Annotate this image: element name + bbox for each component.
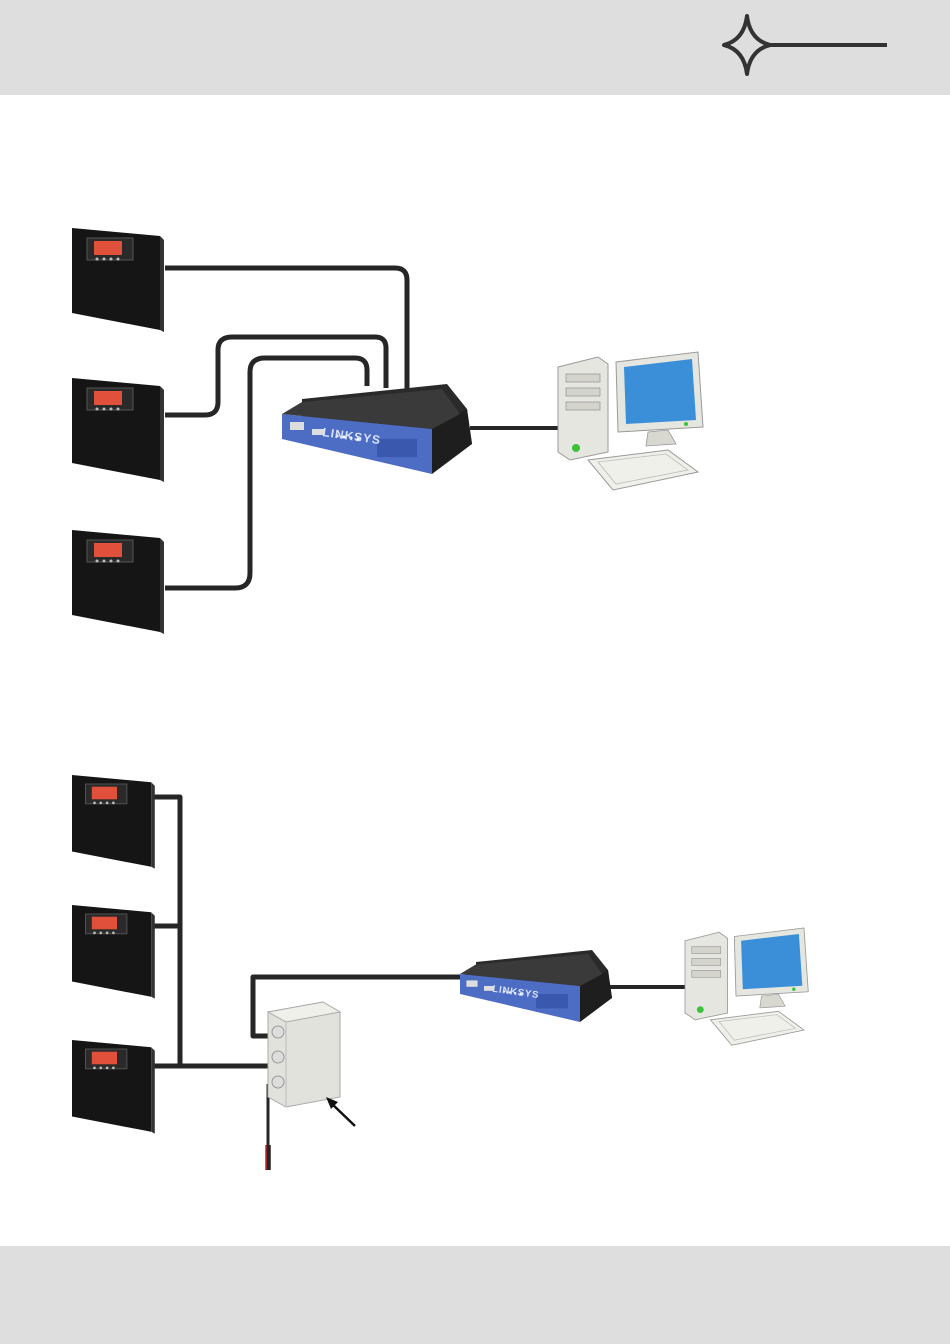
controller-5	[72, 905, 155, 999]
controller-1	[72, 228, 164, 332]
junction-box	[268, 1002, 340, 1107]
computer-bottom	[685, 928, 808, 1045]
top-diagram: LINKSYS	[72, 228, 703, 634]
controller-6	[72, 1040, 155, 1134]
controller-3	[72, 530, 164, 634]
bottom-diagram: LINKSYS	[72, 775, 808, 1170]
computer-top	[558, 352, 703, 490]
controller-4	[72, 775, 155, 869]
router-bottom: LINKSYS	[460, 950, 612, 1022]
controller-2	[72, 378, 164, 482]
arrow-icon	[326, 1097, 355, 1126]
router-top: LINKSYS	[282, 384, 472, 474]
